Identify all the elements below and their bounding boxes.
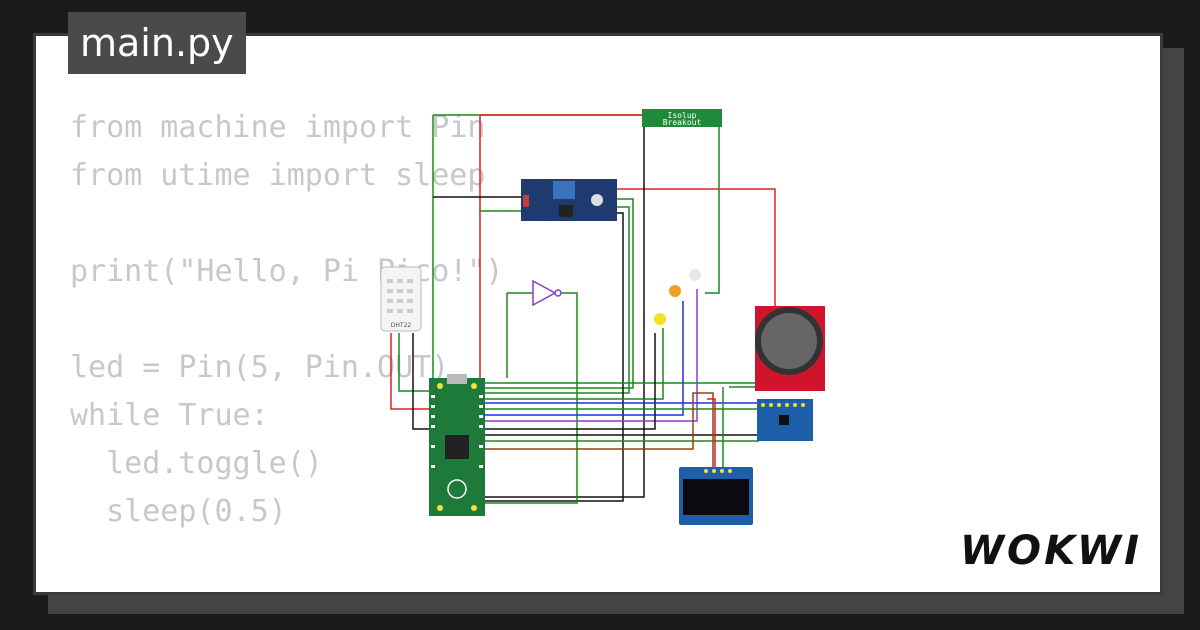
led-yellow <box>654 313 666 325</box>
oled-display <box>679 467 753 525</box>
pico-board <box>429 374 485 516</box>
code-line: from machine import Pin <box>70 110 486 145</box>
wire <box>398 333 433 392</box>
code-line: while True: <box>70 398 269 433</box>
wires <box>390 114 776 504</box>
circuit-diagram: Isolup Breakout DHT22 <box>380 109 825 525</box>
wire <box>483 301 684 416</box>
wire <box>483 392 714 469</box>
leds <box>654 269 701 325</box>
wire <box>479 114 643 383</box>
project-card[interactable]: from machine import Pin from utime import… <box>33 33 1163 595</box>
wire <box>705 123 720 294</box>
wire <box>506 292 533 378</box>
isolup-breakout: Isolup Breakout <box>642 109 722 127</box>
not-gate <box>532 279 562 307</box>
wire <box>483 292 578 504</box>
code-line: led = Pin(5, Pin.OUT) <box>70 350 450 385</box>
wire <box>483 328 664 400</box>
wire <box>432 114 643 383</box>
mpu6050-module <box>757 399 813 441</box>
wokwi-logo: WOKWI <box>959 528 1142 574</box>
led-white <box>689 269 701 281</box>
code-preview: from machine import Pin from utime import… <box>70 104 503 536</box>
wire <box>483 333 656 430</box>
dht22-sensor: DHT22 <box>380 266 422 332</box>
wire <box>483 212 624 502</box>
wire <box>617 188 776 383</box>
wire <box>707 398 716 469</box>
joystick-module <box>755 306 825 391</box>
led-orange <box>669 285 681 297</box>
wire <box>390 333 433 410</box>
wire <box>483 289 698 422</box>
dht-label: DHT22 <box>391 322 412 329</box>
wire <box>483 198 634 389</box>
wire <box>412 333 433 430</box>
code-line: from utime import sleep <box>70 158 486 193</box>
wire <box>483 115 645 498</box>
code-line: sleep(0.5) <box>70 494 287 529</box>
breakout-label-2: Breakout <box>663 118 702 127</box>
sensor-module <box>521 179 617 221</box>
breakout-label-1: Isolup <box>668 111 697 120</box>
wire <box>483 206 630 394</box>
filename-tab[interactable]: main.py <box>68 12 246 74</box>
code-line: led.toggle() <box>70 446 323 481</box>
